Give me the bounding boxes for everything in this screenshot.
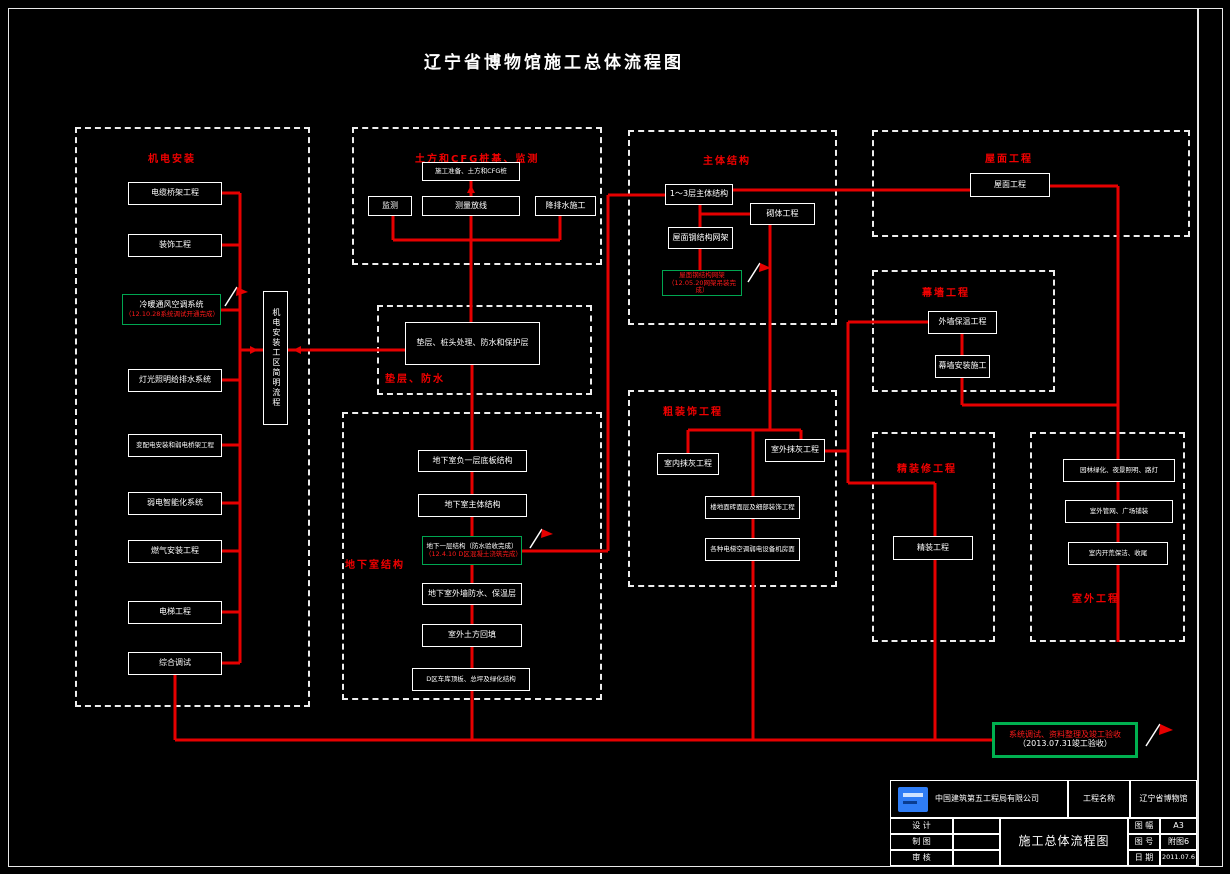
section-outdoor-title: 室外工程 — [1072, 594, 1120, 605]
flow-box: 地下室外墙防水、保温层 — [422, 583, 522, 605]
milestone-box: 冷暖通风空调系统 （12.10.28系统调试开通完成） — [122, 294, 221, 325]
flow-box: 装饰工程 — [128, 234, 222, 257]
flow-box: 砌体工程 — [750, 203, 815, 225]
reviewer-label-cell: 审 核 — [890, 850, 953, 866]
flow-box: 电梯工程 — [128, 601, 222, 624]
section-main-structure-title: 主体结构 — [703, 156, 751, 167]
date-value-cell: 2011.07.6 — [1160, 850, 1197, 866]
milestone-flag-icon — [529, 528, 553, 549]
milestone-text: 屋面钢结构网架 — [679, 270, 725, 279]
flow-box: 屋面工程 — [970, 173, 1050, 197]
flow-box: 弱电智能化系统 — [128, 492, 222, 515]
company-logo — [898, 787, 928, 812]
sheet-border-outer — [8, 8, 1223, 867]
flow-box: 地下室主体结构 — [418, 494, 527, 517]
milestone-flag-icon — [224, 286, 248, 307]
milestone-text: 地下一层结构（防水验收完成） — [426, 541, 518, 550]
completion-milestone-box: 系统调试、资料整理及竣工验收 （2013.07.31竣工验收） — [992, 722, 1138, 758]
section-basement-title: 地下室结构 — [345, 560, 405, 571]
milestone-flag-icon — [747, 262, 771, 283]
flow-box: 燃气安装工程 — [128, 540, 222, 563]
project-label: 工程名称 — [1083, 793, 1115, 803]
flow-box: 地下室负一层底板结构 — [418, 450, 527, 472]
milestone-date: （12.05.20网架吊装完成） — [668, 278, 736, 295]
flow-box: 室外土方回填 — [422, 624, 522, 647]
section-mep — [75, 127, 310, 707]
sheet-size-label-cell: 图 幅 — [1128, 818, 1160, 834]
milestone-date: （12.4.10 D区混凝土浇筑完成） — [425, 550, 522, 558]
drafter-value-cell — [953, 834, 1000, 850]
date-label-cell: 日 期 — [1128, 850, 1160, 866]
section-curtain-title: 幕墙工程 — [922, 288, 970, 299]
section-mep-title: 机电安装 — [148, 154, 196, 165]
sheet-number-label-cell: 图 号 — [1128, 834, 1160, 850]
flow-box: 综合调试 — [128, 652, 222, 675]
project-name-cell: 辽宁省博物馆 — [1130, 780, 1197, 818]
milestone-date: （12.10.28系统调试开通完成） — [125, 309, 219, 318]
flow-box: D区车库顶板、总坪及绿化结构 — [412, 668, 530, 691]
flow-box: 室外管网、广场铺装 — [1065, 500, 1173, 523]
flow-box: 精装工程 — [893, 536, 973, 560]
drawing-title-cell: 施工总体流程图 — [1000, 818, 1128, 866]
section-roof — [872, 130, 1190, 237]
section-fine-finish-title: 精装修工程 — [897, 464, 957, 475]
flow-box: 室内开荒保洁、收尾 — [1068, 542, 1168, 565]
flow-box: 变配电安装和弱电桥架工程 — [128, 434, 222, 457]
company-name: 中国建筑第五工程局有限公司 — [935, 793, 1039, 803]
sheet-size-value-cell: A3 — [1160, 818, 1197, 834]
flow-box: 电缆桥架工程 — [128, 182, 222, 205]
completion-date: （2013.07.31竣工验收） — [1018, 739, 1112, 748]
sheet-border-inner-right — [1197, 8, 1199, 867]
designer-value-cell — [953, 818, 1000, 834]
flow-box: 降排水施工 — [535, 196, 596, 216]
flow-box: 室外抹灰工程 — [765, 439, 825, 462]
drafter-label-cell: 制 图 — [890, 834, 953, 850]
reviewer-value-cell — [953, 850, 1000, 866]
flow-box: 垫层、桩头处理、防水和保护层 — [405, 322, 540, 365]
flow-box: 测量放线 — [422, 196, 520, 216]
section-rough-finish — [628, 390, 837, 587]
sheet-number-value-cell: 附图6 — [1160, 834, 1197, 850]
section-main-structure — [628, 130, 837, 325]
flow-box: 灯光照明给排水系统 — [128, 369, 222, 392]
completion-text: 系统调试、资料整理及竣工验收 — [1009, 730, 1121, 740]
section-earthwork-title: 土方和CFG桩基、监测 — [415, 154, 540, 165]
milestone-text: 冷暖通风空调系统 — [139, 300, 204, 310]
flow-box: 室内抹灰工程 — [657, 453, 719, 475]
title-block: 中国建筑第五工程局有限公司 工程名称 辽宁省博物馆 设 计 制 图 审 核 施工… — [890, 780, 1197, 866]
flow-box: 园林绿化、夜景照明、路灯 — [1063, 459, 1175, 482]
milestone-box: 地下一层结构（防水验收完成） （12.4.10 D区混凝土浇筑完成） — [422, 536, 522, 565]
flow-box: 楼地面砖面层及细部装饰工程 — [705, 496, 800, 519]
flow-box: 外墙保温工程 — [928, 311, 997, 334]
flow-box: 屋面钢结构网架 — [668, 227, 733, 249]
milestone-box: 屋面钢结构网架 （12.05.20网架吊装完成） — [662, 270, 742, 296]
section-cushion-title: 垫层、防水 — [385, 374, 445, 385]
mep-process-label-box: 机电安装工区简明流程 — [263, 291, 288, 425]
flow-box: 各种电梯空调弱电设备机房面 — [705, 538, 800, 561]
flow-box: 幕墙安装施工 — [935, 355, 990, 378]
flow-box: 施工准备、土方和CFG桩 — [422, 162, 520, 181]
project-name: 辽宁省博物馆 — [1139, 793, 1188, 803]
page-title: 辽宁省博物馆施工总体流程图 — [424, 53, 684, 73]
milestone-flag-icon — [1145, 723, 1173, 747]
designer-label-cell: 设 计 — [890, 818, 953, 834]
project-label-cell: 工程名称 — [1068, 780, 1130, 818]
section-earthwork — [352, 127, 602, 265]
flow-box: 监测 — [368, 196, 412, 216]
section-rough-finish-title: 粗装饰工程 — [663, 407, 723, 418]
section-roof-title: 屋面工程 — [985, 154, 1033, 165]
section-outdoor — [1030, 432, 1185, 642]
flow-box: 1～3层主体结构 — [665, 184, 733, 205]
